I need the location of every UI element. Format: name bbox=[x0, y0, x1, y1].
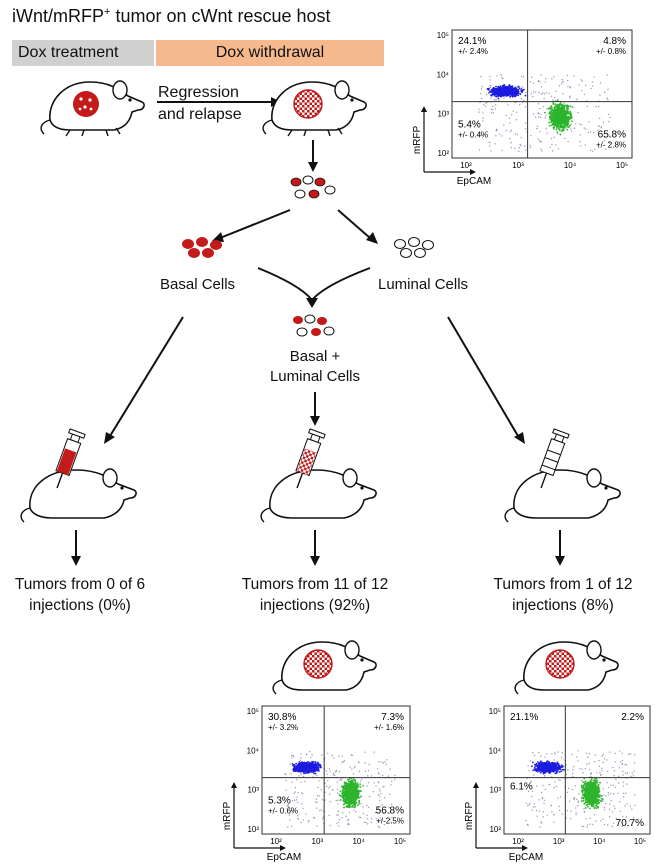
outcome-basal-line2: injections (0%) bbox=[29, 597, 131, 614]
flow-plot-luminal: 10⁵ 10⁴ 10³ 10² 10² 10³ 10⁴ 10⁵ mRFP EpCAM 21.1% 2.… bbox=[464, 705, 651, 863]
result-mouse-mixed-icon bbox=[272, 640, 377, 695]
quadrant-lr-error: +/-2.5% bbox=[376, 817, 404, 826]
x-tick-label: 10⁴ bbox=[564, 161, 577, 170]
scatter-points bbox=[478, 74, 612, 153]
luminal-cells-label: Luminal Cells bbox=[378, 276, 469, 293]
diagram-title: iWnt/mRFP+ tumor on cWnt rescue host bbox=[12, 6, 331, 26]
y-tick-label: 10⁵ bbox=[437, 31, 449, 40]
outcome-luminal-line1: Tumors from 1 of 12 bbox=[493, 576, 633, 593]
x-tick-label: 10⁴ bbox=[352, 837, 365, 846]
injected-mouse-mixed-icon bbox=[260, 428, 377, 523]
arrow-down-icon bbox=[308, 140, 318, 172]
quadrant-ll-percent: 6.1% bbox=[510, 782, 533, 793]
quadrant-ul-percent: 24.1% bbox=[458, 36, 486, 47]
x-tick-label: 10⁵ bbox=[394, 837, 406, 846]
outcome-luminal-line2: injections (8%) bbox=[512, 597, 614, 614]
mouse-icon-treatment bbox=[40, 80, 145, 137]
x-tick-label: 10² bbox=[512, 837, 524, 846]
x-tick-label: 10⁴ bbox=[593, 837, 606, 846]
injected-mouse-basal-icon bbox=[20, 428, 137, 523]
basal-cells-label: Basal Cells bbox=[160, 276, 236, 293]
quadrant-ll-error: +/- 0.4% bbox=[458, 131, 488, 140]
quadrant-ur-percent: 2.2% bbox=[621, 712, 644, 723]
regression-label-1: Regression bbox=[158, 84, 239, 101]
quadrant-lr-percent: 65.8% bbox=[598, 130, 626, 141]
quadrant-ur-error: +/- 1.6% bbox=[374, 723, 404, 732]
dox-withdrawal-bar: Dox withdrawal bbox=[156, 40, 384, 66]
quadrant-lr-percent: 56.8% bbox=[376, 806, 404, 817]
x-tick-label: 10³ bbox=[553, 837, 565, 846]
outcome-mixed-line2: injections (92%) bbox=[259, 597, 371, 614]
quadrant-ll-percent: 5.4% bbox=[458, 120, 481, 131]
mixed-cells-label-1: Basal + bbox=[289, 348, 341, 365]
injected-mouse-luminal-icon bbox=[504, 428, 621, 523]
quadrant-ul-percent: 30.8% bbox=[268, 712, 296, 723]
luminal-cells-icon bbox=[394, 237, 434, 258]
quadrant-ll-percent: 5.3% bbox=[268, 796, 291, 807]
result-mouse-luminal-icon bbox=[514, 640, 619, 695]
x-tick-label: 10⁵ bbox=[634, 837, 646, 846]
y-tick-label: 10⁵ bbox=[489, 707, 501, 716]
y-axis-label: mRFP bbox=[412, 126, 423, 155]
regression-label-2: and relapse bbox=[158, 106, 242, 123]
quadrant-ur-error: +/- 0.8% bbox=[596, 47, 626, 56]
quadrant-ur-percent: 4.8% bbox=[603, 36, 626, 47]
quadrant-lr-percent: 70.7% bbox=[616, 818, 644, 829]
mixed-cells-icon bbox=[293, 314, 335, 337]
y-tick-label: 10² bbox=[437, 149, 449, 158]
quadrant-ul-error: +/- 3.2% bbox=[268, 723, 298, 732]
mouse-icon-relapse bbox=[262, 80, 367, 137]
x-axis-label: EpCAM bbox=[509, 852, 543, 863]
y-tick-label: 10⁴ bbox=[437, 70, 450, 79]
plot-frame bbox=[503, 705, 651, 835]
quadrant-ll-error: +/- 0.6% bbox=[268, 807, 298, 816]
quadrant-ur-percent: 7.3% bbox=[381, 712, 404, 723]
x-tick-label: 10² bbox=[460, 161, 472, 170]
y-tick-label: 10³ bbox=[247, 786, 259, 795]
mixed-cells-label-2: Luminal Cells bbox=[269, 368, 361, 385]
y-tick-label: 10³ bbox=[437, 110, 449, 119]
y-tick-label: 10³ bbox=[489, 786, 501, 795]
x-axis-label: EpCAM bbox=[457, 176, 491, 187]
quadrant-ul-error: +/- 2.4% bbox=[458, 47, 488, 56]
basal-cells-icon bbox=[182, 237, 222, 258]
y-tick-label: 10⁵ bbox=[247, 707, 259, 716]
outcome-mixed-line1: Tumors from 11 of 12 bbox=[241, 576, 389, 593]
x-tick-label: 10³ bbox=[312, 837, 324, 846]
x-tick-label: 10⁵ bbox=[616, 161, 628, 170]
y-tick-label: 10⁴ bbox=[489, 746, 502, 755]
outcome-basal-line1: Tumors from 0 of 6 bbox=[14, 576, 146, 593]
y-axis-label: mRFP bbox=[464, 802, 475, 831]
y-tick-label: 10⁴ bbox=[247, 746, 260, 755]
x-axis-label: EpCAM bbox=[267, 852, 301, 863]
y-tick-label: 10² bbox=[247, 825, 259, 834]
mixed-cells-icon bbox=[290, 175, 336, 199]
x-tick-label: 10³ bbox=[512, 161, 524, 170]
y-axis-label: mRFP bbox=[222, 802, 233, 831]
quadrant-lr-error: +/- 2.8% bbox=[596, 141, 626, 150]
y-tick-label: 10² bbox=[489, 825, 501, 834]
dox-treatment-bar: Dox treatment bbox=[12, 40, 154, 66]
scatter-points bbox=[525, 750, 636, 829]
quadrant-ul-percent: 21.1% bbox=[510, 712, 538, 723]
x-tick-label: 10² bbox=[270, 837, 282, 846]
